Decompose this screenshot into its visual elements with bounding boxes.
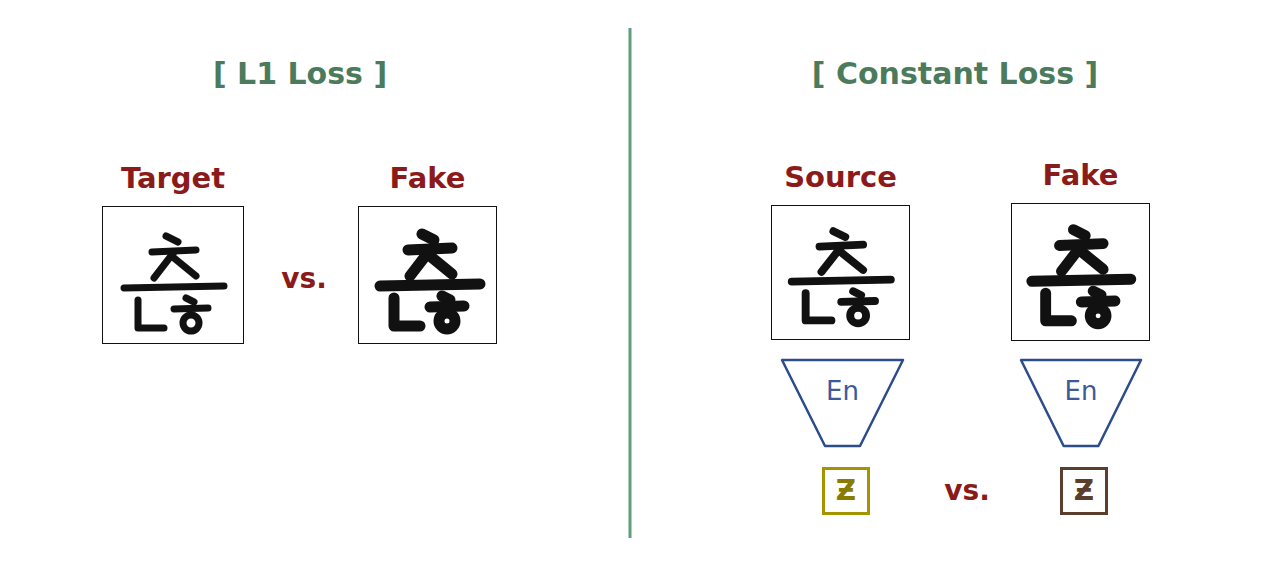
glyph-target — [124, 236, 224, 331]
versus-text: vs. — [944, 474, 990, 507]
box-heading: Fake — [390, 161, 466, 195]
latent-symbol: Ƶ — [836, 477, 856, 505]
encoder-trapezoid: En — [780, 358, 905, 448]
latent-vector: Ƶ — [1060, 467, 1108, 515]
box-heading: Source — [784, 160, 897, 194]
box-heading: Target — [121, 161, 225, 195]
glyph-box: Fake — [358, 206, 497, 344]
glyph-fake — [1032, 230, 1131, 324]
section-title: [ Constant Loss ] — [812, 56, 1098, 91]
latent-vector: Ƶ — [822, 467, 870, 515]
divider-line — [629, 28, 632, 538]
encoder-label: En — [1019, 376, 1143, 406]
glyph-fake — [380, 234, 480, 329]
encoder-trapezoid: En — [1019, 358, 1143, 448]
latent-symbol: Ƶ — [1074, 477, 1094, 505]
glyph-source — [792, 231, 891, 323]
glyph-box: Target — [102, 206, 244, 344]
glyph-box: Fake — [1011, 203, 1150, 341]
encoder-label: En — [780, 376, 905, 406]
glyph-box: Source — [771, 205, 910, 340]
box-heading: Fake — [1043, 158, 1119, 192]
versus-text: vs. — [281, 262, 327, 295]
section-title: [ L1 Loss ] — [213, 56, 387, 91]
